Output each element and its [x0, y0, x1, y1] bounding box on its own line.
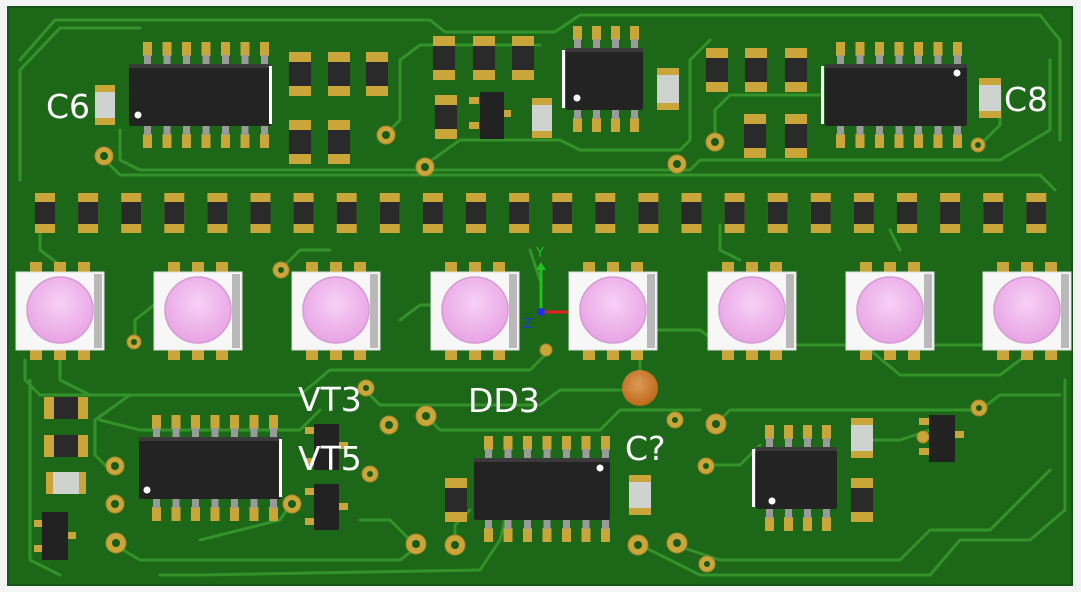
- resistor[interactable]: [466, 193, 486, 233]
- resistor[interactable]: [509, 193, 530, 233]
- silk-vt5: VT5: [298, 439, 362, 478]
- smd-chip[interactable]: [851, 478, 873, 522]
- resistor[interactable]: [250, 193, 271, 233]
- resistor[interactable]: [422, 193, 443, 233]
- resistor[interactable]: [379, 193, 400, 233]
- ic-top-left[interactable]: [129, 42, 272, 148]
- transistor-right[interactable]: [919, 415, 964, 462]
- passives-group: [44, 36, 873, 522]
- resistor[interactable]: [724, 193, 745, 233]
- ic-group: [129, 26, 967, 542]
- resistor[interactable]: [853, 193, 874, 233]
- ic-top-right[interactable]: [821, 42, 967, 148]
- smd-chip[interactable]: [745, 48, 767, 92]
- led-row: [15, 262, 1072, 360]
- resistor[interactable]: [767, 193, 788, 233]
- capacitor-mid[interactable]: [657, 68, 679, 110]
- transistor-vt3[interactable]: [305, 424, 348, 470]
- capacitor-c6[interactable]: [95, 85, 115, 125]
- silk-c8: C8: [1004, 80, 1048, 119]
- y-axis-arrow: [536, 262, 546, 270]
- led[interactable]: [153, 262, 243, 360]
- smd-chip[interactable]: [289, 120, 311, 164]
- resistor[interactable]: [595, 193, 616, 233]
- resistor[interactable]: [810, 193, 831, 233]
- smd-chip[interactable]: [744, 114, 766, 158]
- resistor[interactable]: [293, 193, 314, 233]
- smd-chip[interactable]: [785, 48, 807, 92]
- capacitors: [46, 68, 1001, 515]
- vias: [94, 125, 988, 573]
- capacitor-top[interactable]: [532, 98, 552, 138]
- smd-chip[interactable]: [328, 52, 350, 96]
- led[interactable]: [568, 262, 658, 360]
- led[interactable]: [15, 262, 105, 360]
- capacitor-left[interactable]: [46, 472, 86, 494]
- transistors: [34, 92, 964, 560]
- resistor[interactable]: [336, 193, 357, 233]
- resistor[interactable]: [983, 193, 1004, 233]
- capacitor-c7[interactable]: [629, 475, 651, 515]
- resistor[interactable]: [164, 193, 185, 233]
- transistor-top[interactable]: [469, 92, 511, 139]
- resistor[interactable]: [940, 193, 961, 233]
- resistor[interactable]: [897, 193, 917, 233]
- transistor-left[interactable]: [34, 512, 76, 560]
- smd-chip[interactable]: [328, 120, 350, 164]
- resistor[interactable]: [35, 193, 55, 233]
- y-axis-label: Y: [535, 246, 544, 261]
- test-point-marker: [622, 370, 658, 406]
- resistor[interactable]: [552, 193, 573, 233]
- capacitor-right[interactable]: [851, 418, 873, 458]
- smd-chip[interactable]: [445, 478, 467, 522]
- resistor[interactable]: [1026, 193, 1047, 233]
- led[interactable]: [982, 262, 1072, 360]
- smd-chip[interactable]: [512, 36, 534, 80]
- ic-dd3[interactable]: [474, 436, 610, 542]
- led[interactable]: [430, 262, 520, 360]
- silk-c7: C?: [625, 429, 666, 468]
- resistor-row: [35, 193, 1047, 233]
- ic-bottom-right[interactable]: [752, 425, 837, 531]
- silk-dd3: DD3: [468, 381, 540, 420]
- smd-chip[interactable]: [433, 36, 455, 80]
- led[interactable]: [291, 262, 381, 360]
- led[interactable]: [845, 262, 935, 360]
- capacitor-c8[interactable]: [979, 78, 1001, 118]
- resistor[interactable]: [121, 193, 142, 233]
- ic-bottom-left[interactable]: [139, 415, 282, 521]
- ic-top-mid[interactable]: [562, 26, 643, 132]
- z-axis-label: Z: [523, 317, 532, 332]
- resistor[interactable]: [78, 193, 99, 233]
- smd-chip[interactable]: [44, 397, 88, 419]
- resistor[interactable]: [681, 193, 702, 233]
- smd-chip[interactable]: [785, 114, 807, 158]
- smd-chip[interactable]: [44, 435, 88, 457]
- led[interactable]: [707, 262, 797, 360]
- smd-chip[interactable]: [366, 52, 388, 96]
- transistor-vt5[interactable]: [305, 484, 348, 530]
- z-axis-dot: [537, 308, 545, 316]
- axis-triad: Y Z: [523, 246, 568, 332]
- smd-chip[interactable]: [706, 48, 728, 92]
- resistor[interactable]: [207, 193, 228, 233]
- silk-c6: C6: [46, 87, 90, 126]
- smd-chip[interactable]: [473, 36, 495, 80]
- smd-chip[interactable]: [435, 95, 457, 139]
- silk-vt3: VT3: [298, 380, 362, 419]
- smd-chip[interactable]: [289, 52, 311, 96]
- resistor[interactable]: [638, 193, 659, 233]
